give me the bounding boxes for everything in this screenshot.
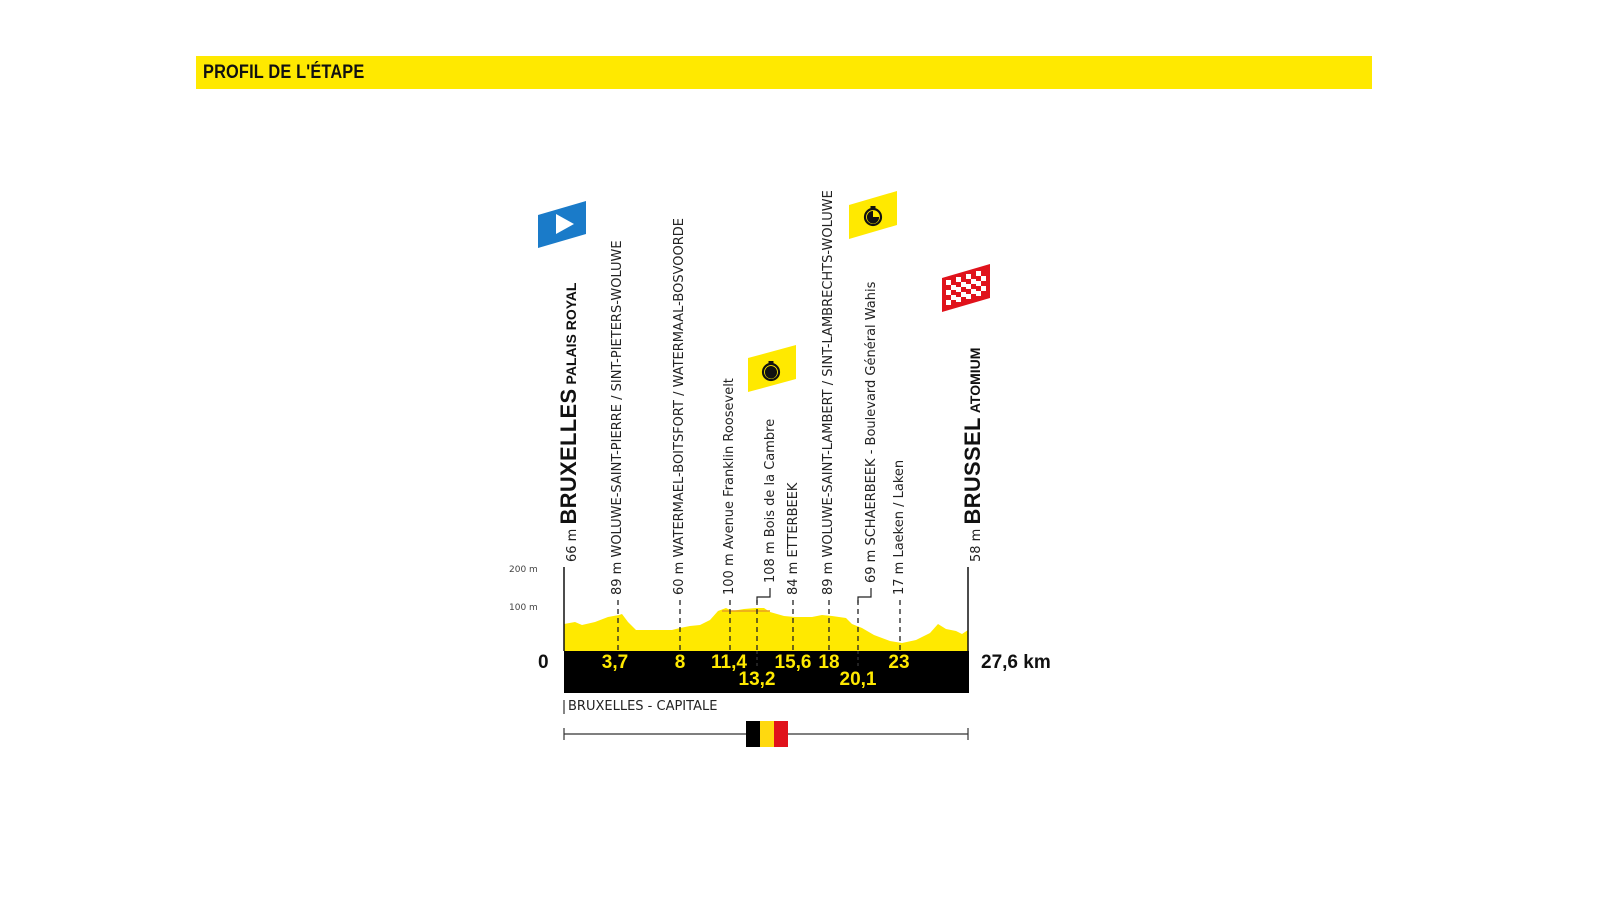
start-label: 66 m BRUXELLES PALAIS ROYAL <box>556 283 582 562</box>
start-city: BRUXELLES <box>556 388 581 525</box>
waypoint-label: 100 m Avenue Franklin Roosevelt <box>722 378 737 595</box>
finish-city: BRUSSEL <box>960 417 985 525</box>
waypoint-label: 60 m WATERMAEL-BOITSFORT / WATERMAAL-BOS… <box>672 218 687 595</box>
km-label: 8 <box>674 652 686 673</box>
finish-elevation: 58 m <box>969 528 984 562</box>
belgium-flag-icon <box>746 721 788 747</box>
stopwatch-flag-icon <box>748 345 796 392</box>
marker-lines-band <box>756 651 859 668</box>
km-label: 20,1 <box>839 669 877 690</box>
km-label: 15,6 <box>774 652 812 673</box>
km-label: 23 <box>888 652 910 673</box>
leader-elbow-20 <box>857 588 872 603</box>
header-bar: PROFIL DE L'ÉTAPE <box>196 56 1372 89</box>
start-place: PALAIS ROYAL <box>563 282 579 385</box>
km-label: 11,4 <box>711 652 747 673</box>
leader-elbow-13 <box>756 588 771 603</box>
start-elevation: 66 m <box>565 528 580 562</box>
elev-tick-100: 100 m <box>509 603 538 613</box>
waypoint-label: 69 m SCHAERBEEK - Boulevard Général Wahi… <box>864 281 879 583</box>
elevation-area <box>564 608 968 651</box>
distance-total: 27,6 km <box>981 652 1051 673</box>
distance-band <box>564 651 969 693</box>
waypoint-label: 89 m WOLUWE-SAINT-PIERRE / SINT-PIETERS-… <box>610 240 625 595</box>
checkered-flag-icon <box>942 264 990 312</box>
finish-label: 58 m BRUSSEL ATOMIUM <box>960 348 986 562</box>
finish-place: ATOMIUM <box>967 347 983 414</box>
waypoint-label: 84 m ETTERBEEK <box>786 482 801 595</box>
start-flag-icon <box>538 201 586 248</box>
waypoint-label: 89 m WOLUWE-SAINT-LAMBERT / SINT-LAMBREC… <box>821 190 836 595</box>
km-label: 3,7 <box>601 652 629 673</box>
region-label: BRUXELLES - CAPITALE <box>568 699 718 714</box>
distance-start: 0 <box>538 652 549 673</box>
stopwatch-flag-icon <box>849 191 897 239</box>
waypoint-label: 17 m Laeken / Laken <box>892 459 907 595</box>
km-label: 18 <box>818 652 840 673</box>
km-label: 13,2 <box>738 669 776 690</box>
elev-tick-200: 200 m <box>509 565 538 575</box>
page-title: PROFIL DE L'ÉTAPE <box>203 62 365 83</box>
waypoint-label: 108 m Bois de la Cambre <box>763 418 778 583</box>
